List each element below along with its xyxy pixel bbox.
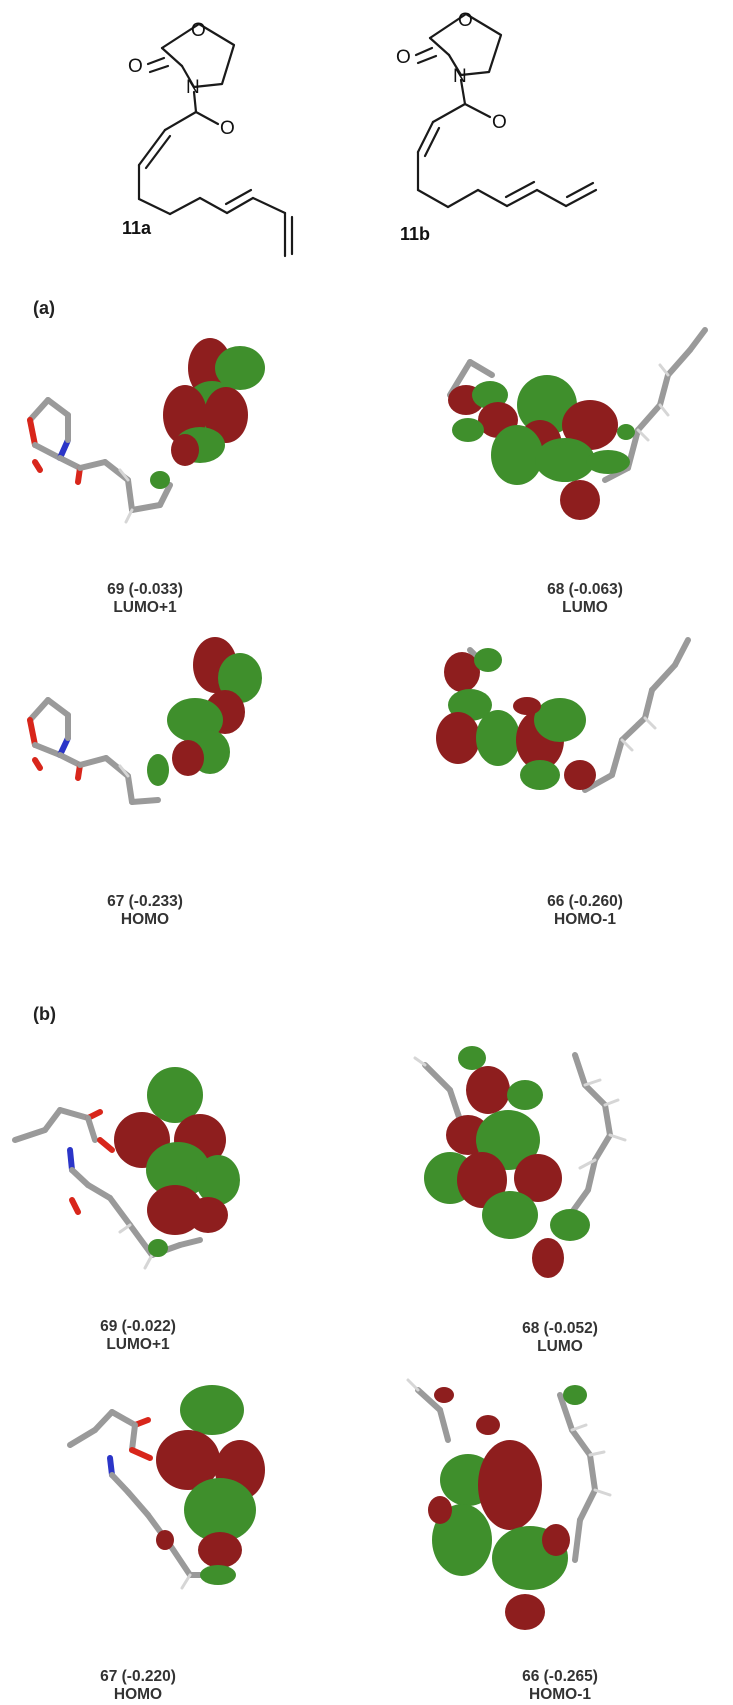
structure-11a: O O N O 11a	[122, 20, 294, 258]
molecule-a-69	[27, 397, 173, 524]
molecule-a-68	[447, 327, 708, 483]
section-label-b: (b)	[33, 1004, 56, 1024]
orbital-number-energy: 68 (-0.063)	[547, 581, 623, 598]
atom-carbonyl-oxygen-11b: O	[396, 47, 411, 68]
compound-label-11b: 11b	[400, 224, 430, 244]
atom-carbonyl-oxygen-11a: O	[128, 56, 143, 77]
orbital-lobes-a-67	[147, 637, 262, 786]
atom-nitrogen-11a: N	[186, 77, 200, 98]
orbital-name: LUMO	[562, 599, 608, 616]
orbital-name: HOMO	[113, 1686, 163, 1703]
orbital-caption-a-68: 68 (-0.063) LUMO	[465, 581, 705, 617]
chemical-structures: O O N O 11a O O N O 11b	[122, 10, 598, 258]
molecule-a-66	[467, 637, 691, 793]
orbital-lobes-b-67	[156, 1385, 265, 1585]
orbital-number-energy: 69 (-0.033)	[107, 581, 183, 598]
orbital-lobes-a-66	[436, 648, 596, 790]
orbital-lobes-a-69	[150, 338, 265, 489]
orbital-name: HOMO-1	[554, 911, 616, 928]
section-label-a: (a)	[33, 298, 55, 318]
orbital-name: LUMO+1	[106, 1336, 170, 1353]
orbital-number-energy: 67 (-0.233)	[107, 893, 183, 910]
orbital-caption-b-66: 66 (-0.265) HOMO-1	[440, 1668, 680, 1704]
orbital-lobes-a-68	[448, 375, 635, 520]
orbital-caption-a-69: 69 (-0.033) LUMO+1	[25, 581, 265, 617]
orbital-lobes-b-68	[424, 1046, 590, 1278]
atom-ring-oxygen-11a: O	[191, 20, 206, 41]
molecule-b-67	[67, 1409, 218, 1590]
structure-11b: O O N O 11b	[396, 10, 598, 244]
orbital-caption-b-69: 69 (-0.022) LUMO+1	[18, 1318, 258, 1354]
orbital-name: HOMO	[120, 911, 170, 928]
orbital-caption-b-68: 68 (-0.052) LUMO	[440, 1320, 680, 1356]
molecule-b-68	[413, 1052, 627, 1218]
atom-acyl-oxygen-11a: O	[220, 118, 235, 139]
orbital-caption-b-67: 67 (-0.220) HOMO	[18, 1668, 258, 1704]
orbital-number-energy: 66 (-0.260)	[547, 893, 623, 910]
compound-label-11a: 11a	[122, 218, 152, 238]
orbital-name: LUMO	[537, 1338, 583, 1355]
orbital-number-energy: 68 (-0.052)	[522, 1320, 598, 1337]
orbital-name: LUMO+1	[113, 599, 177, 616]
orbital-caption-a-67: 67 (-0.233) HOMO	[25, 893, 265, 929]
orbital-lobes-b-66	[428, 1385, 587, 1630]
atom-acyl-oxygen-11b: O	[492, 112, 507, 133]
molecule-b-66	[406, 1378, 612, 1563]
orbital-number-energy: 69 (-0.022)	[100, 1318, 176, 1335]
molecule-b-69	[12, 1107, 203, 1270]
atom-ring-oxygen-11b: O	[458, 10, 473, 31]
atom-nitrogen-11b: N	[453, 66, 467, 87]
orbital-number-energy: 67 (-0.220)	[100, 1668, 176, 1685]
orbital-lobes-b-69	[114, 1067, 240, 1257]
orbital-number-energy: 66 (-0.265)	[522, 1668, 598, 1685]
orbital-name: HOMO-1	[529, 1686, 591, 1703]
molecule-a-67	[27, 697, 161, 805]
orbital-caption-a-66: 66 (-0.260) HOMO-1	[465, 893, 705, 929]
